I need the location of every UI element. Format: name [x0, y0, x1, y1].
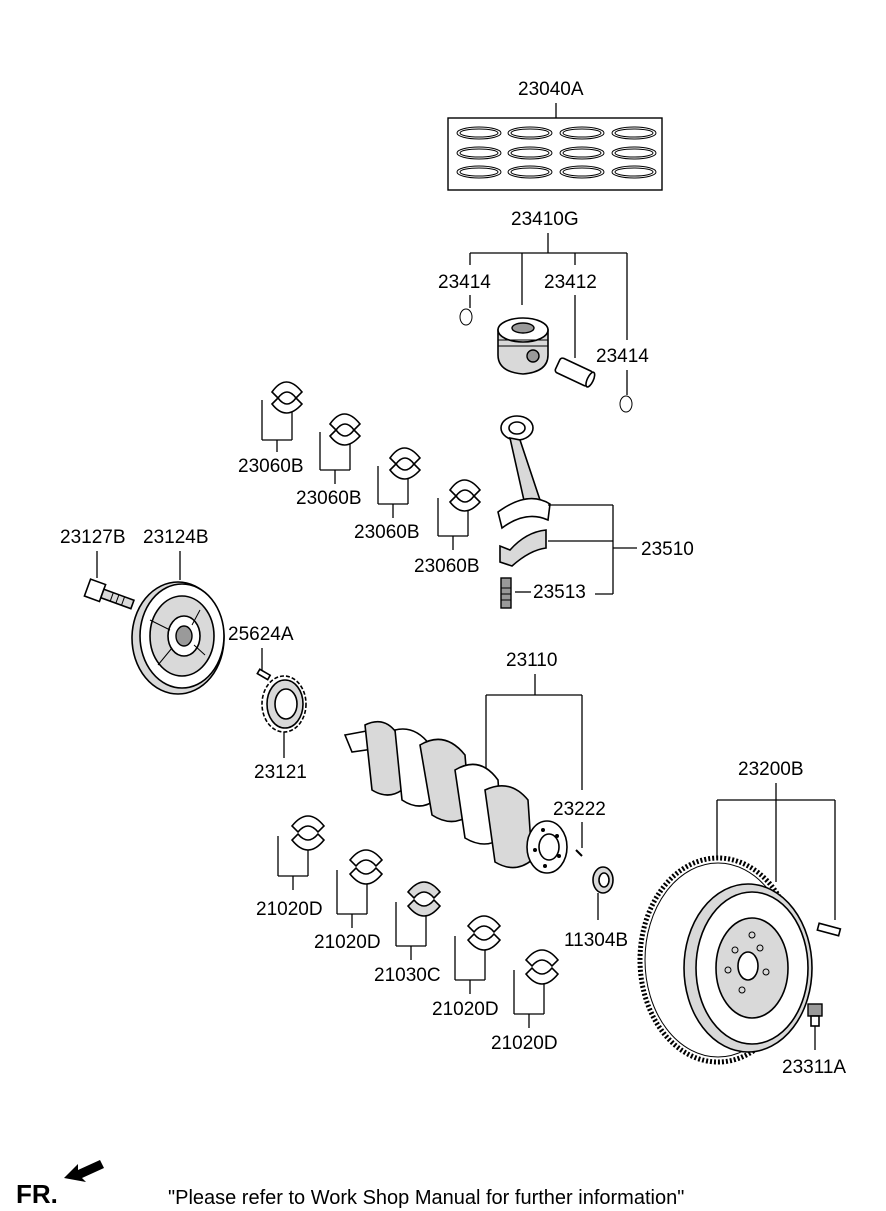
label-sprocket: 23121 — [254, 762, 307, 783]
footer-note: "Please refer to Work Shop Manual for fu… — [168, 1187, 684, 1209]
label-conrod-bearing-1: 23060B — [238, 456, 304, 477]
conrod-bearing-1[interactable]: 23060B — [238, 381, 304, 477]
oil-seal[interactable]: 11304B — [564, 866, 628, 951]
snap-ring-left — [459, 308, 473, 326]
label-damper-pulley: 23124B — [143, 527, 209, 548]
ring-set-3 — [559, 126, 605, 179]
conrod-bearing-3[interactable]: 23060B — [354, 447, 422, 543]
crankshaft-body — [343, 720, 568, 874]
label-snap-ring-right: 23414 — [596, 346, 649, 367]
label-flywheel: 23200B — [738, 759, 804, 780]
main-bearing-2[interactable]: 21020D — [314, 849, 384, 953]
label-main-bearing-3: 21020D — [432, 999, 499, 1020]
main-bearing-1[interactable]: 21020D — [256, 815, 326, 920]
flywheel-bolt[interactable]: 23311A — [782, 1003, 846, 1078]
damper-pulley[interactable]: 23124B — [131, 527, 225, 695]
label-conrod-bearing-4: 23060B — [414, 556, 480, 577]
conrod-bearing-2[interactable]: 23060B — [296, 413, 362, 509]
label-crankshaft: 23110 — [506, 650, 557, 671]
label-main-bearing-4: 21020D — [491, 1033, 558, 1054]
snap-ring-right — [619, 395, 633, 413]
ring-set-4 — [611, 126, 657, 179]
label-piston-set: 23410G — [511, 209, 579, 230]
label-connecting-rod: 23510 — [641, 539, 694, 560]
piston-pin — [554, 357, 596, 388]
pulley-bolt[interactable]: 23127B — [60, 527, 136, 612]
main-bearing-3[interactable]: 21020D — [432, 915, 502, 1020]
piston-assembly[interactable]: 23410G 23414 23412 23414 — [438, 209, 649, 413]
front-marker: FR. — [16, 1160, 104, 1209]
label-flywheel-bolt: 23311A — [782, 1057, 846, 1078]
label-conrod-bearing-2: 23060B — [296, 488, 362, 509]
ring-set-2 — [507, 126, 553, 179]
piston-rings[interactable]: 23040A — [447, 79, 663, 191]
flywheel[interactable]: 23200B — [637, 759, 842, 1065]
label-piston-pin: 23412 — [544, 272, 597, 293]
connecting-rod[interactable]: 23510 23513 — [497, 415, 694, 609]
piston — [497, 317, 549, 375]
label-thrust-bearing: 21030C — [374, 965, 441, 986]
conrod-bolt — [500, 577, 512, 609]
label-main-bearing-1: 21020D — [256, 899, 323, 920]
label-conrod-bearing-3: 23060B — [354, 522, 420, 543]
label-key: 25624A — [228, 624, 294, 645]
thrust-bearing[interactable]: 21030C — [374, 881, 442, 986]
label-main-bearing-2: 21020D — [314, 932, 381, 953]
ring-set-1 — [456, 126, 502, 179]
label-pulley-bolt: 23127B — [60, 527, 126, 548]
arrow-icon — [64, 1160, 104, 1182]
label-conrod-bolt: 23513 — [533, 582, 586, 603]
front-label: FR. — [16, 1179, 58, 1209]
label-snap-ring-left: 23414 — [438, 272, 491, 293]
conrod-bearing-4[interactable]: 23060B — [414, 479, 482, 577]
label-pin: 23222 — [553, 799, 606, 820]
crankshaft[interactable]: 23110 23222 — [343, 650, 606, 874]
key[interactable]: 25624A — [228, 624, 294, 681]
label-piston-rings: 23040A — [518, 79, 584, 100]
label-oil-seal: 11304B — [564, 930, 628, 951]
crank-sprocket[interactable]: 23121 — [254, 675, 307, 783]
main-bearing-4[interactable]: 21020D — [491, 949, 560, 1054]
